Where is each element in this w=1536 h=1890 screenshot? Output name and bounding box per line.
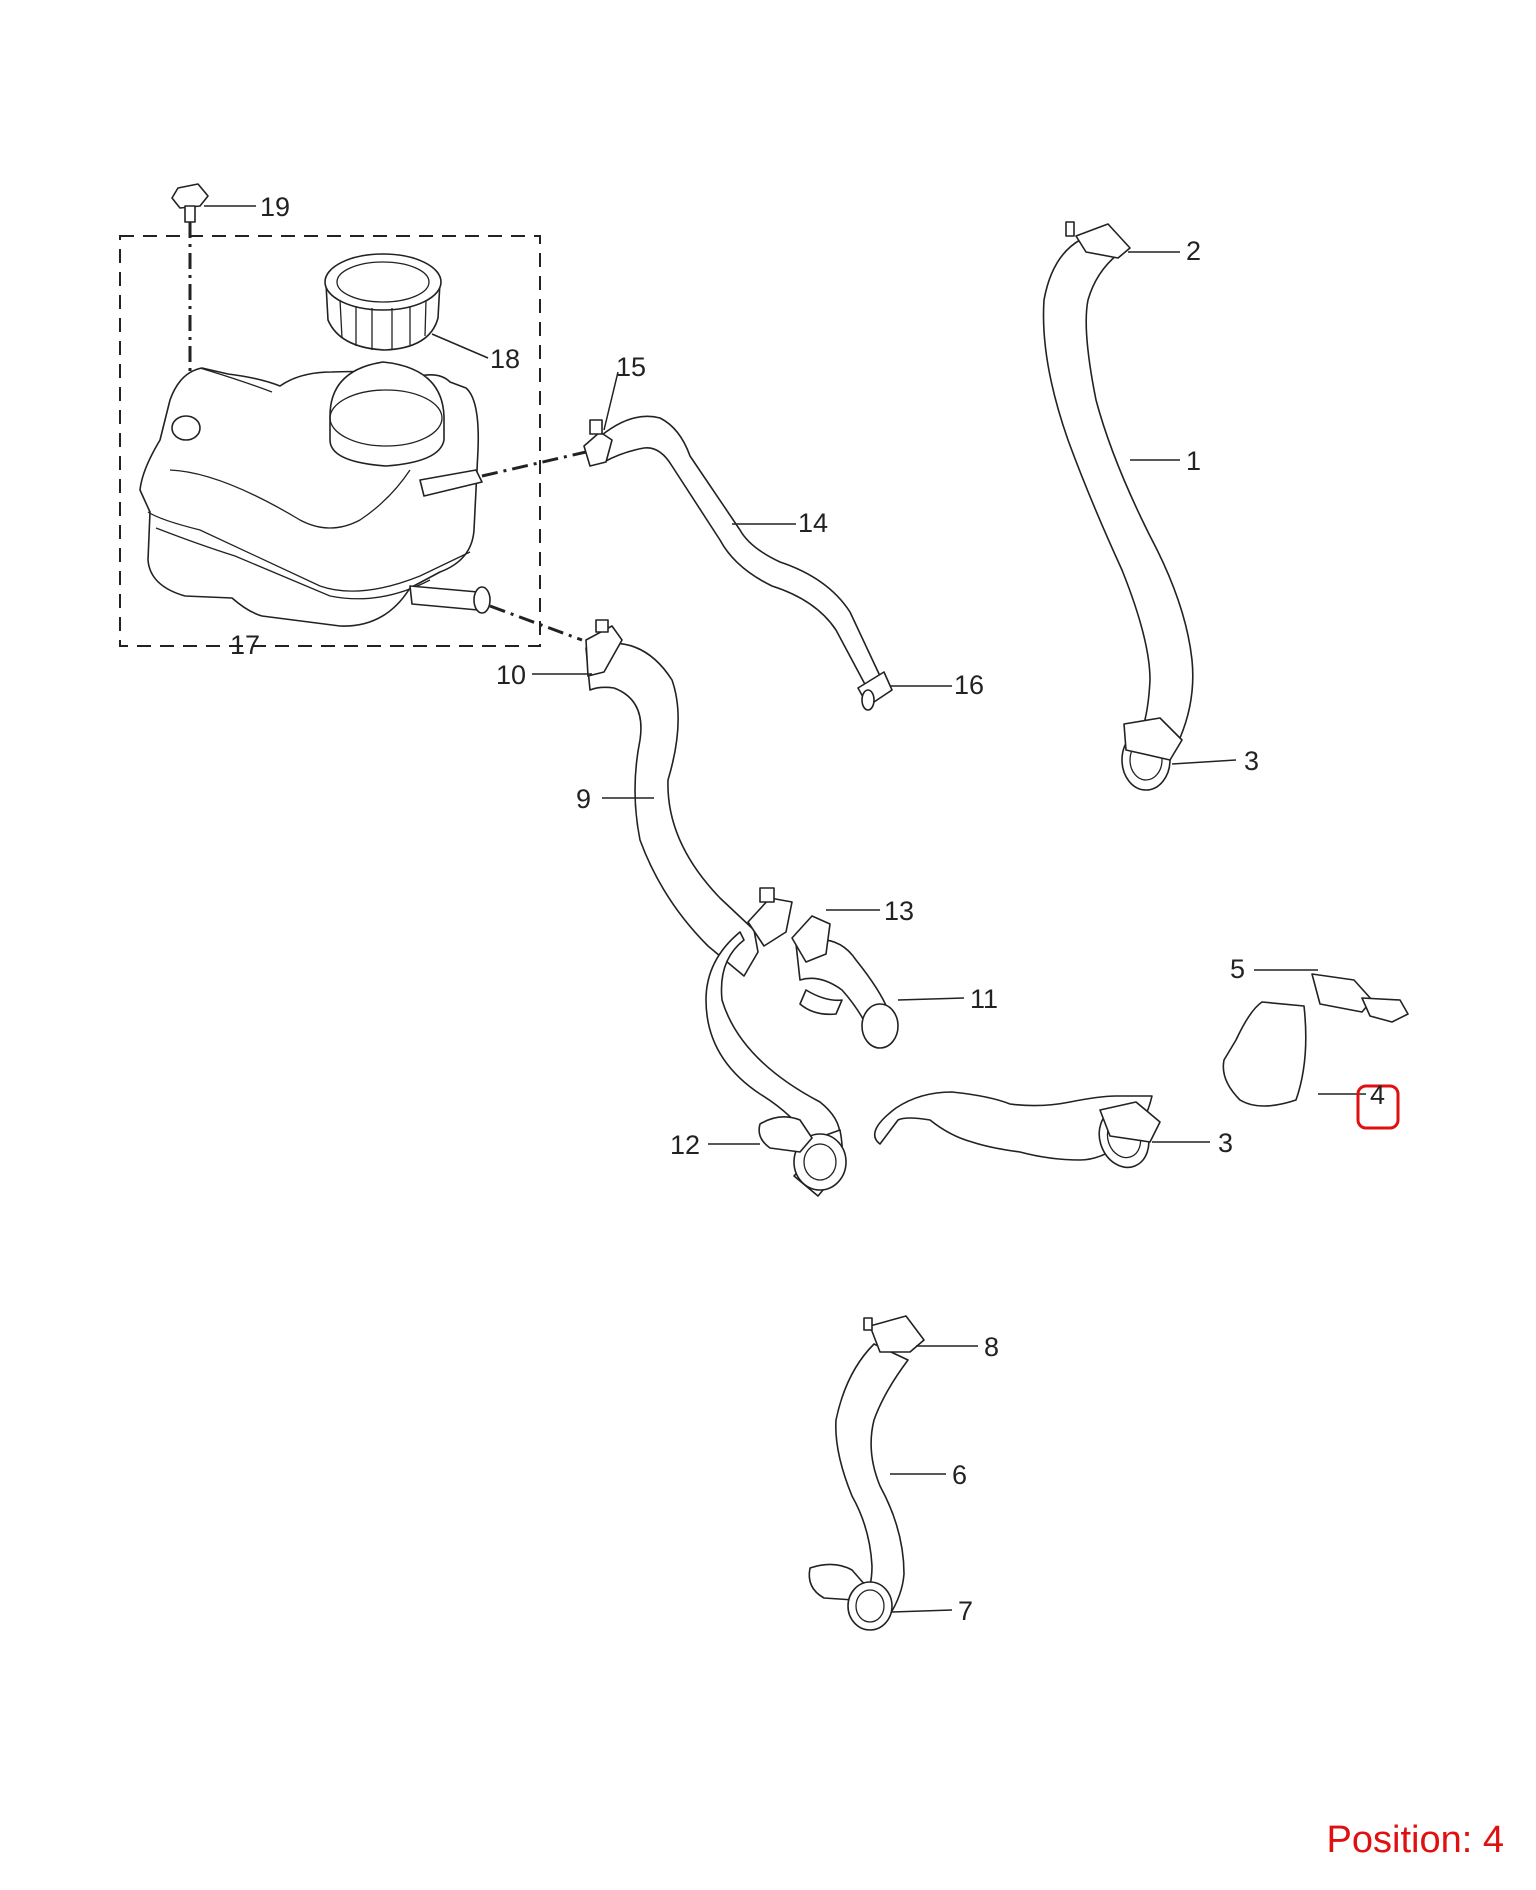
leader-15 — [603, 371, 619, 431]
hose-icon[interactable] — [795, 938, 899, 1049]
connection-line-lower — [489, 604, 583, 642]
hose-clamp-icon[interactable] — [1091, 1101, 1161, 1175]
hose-icon[interactable] — [585, 642, 759, 977]
leader-7 — [891, 1609, 953, 1613]
callout-14[interactable]: 14 — [798, 508, 828, 538]
hose-icon[interactable] — [873, 1001, 1307, 1161]
position-label: Position: 4 — [1326, 1819, 1504, 1861]
hose-icon[interactable] — [793, 1129, 847, 1197]
callout-5[interactable]: 5 — [1230, 954, 1245, 984]
callout-13[interactable]: 13 — [884, 896, 914, 926]
callout-17[interactable]: 17 — [230, 630, 260, 660]
callout-6[interactable]: 6 — [952, 1460, 967, 1490]
hose-icon[interactable] — [1042, 239, 1194, 765]
hose-clamp-icon[interactable] — [791, 915, 831, 963]
callout-19[interactable]: 19 — [260, 192, 290, 222]
hose-clamp-icon[interactable] — [585, 619, 623, 677]
callout-9[interactable]: 9 — [576, 784, 591, 814]
callout-3[interactable]: 3 — [1244, 746, 1259, 776]
callout-15[interactable]: 15 — [616, 352, 646, 382]
callout-16[interactable]: 16 — [954, 670, 984, 700]
bolt-icon[interactable] — [171, 183, 209, 223]
hose-clamp-icon[interactable] — [1065, 221, 1131, 259]
callout-10[interactable]: 10 — [496, 660, 526, 690]
hose-clamp-icon[interactable] — [857, 671, 893, 711]
callout-1[interactable]: 1 — [1186, 446, 1201, 476]
filler-cap-icon[interactable] — [324, 253, 442, 351]
leader-18 — [431, 333, 489, 359]
hose-clamp-icon[interactable] — [1311, 973, 1409, 1023]
hose-clamp-icon[interactable] — [808, 1563, 893, 1631]
highlight-box — [1356, 1084, 1400, 1130]
leader-3a — [1171, 759, 1237, 765]
hose-clamp-icon[interactable] — [747, 887, 793, 947]
callout-8[interactable]: 8 — [984, 1332, 999, 1362]
callout-4[interactable]: 4 — [1370, 1080, 1385, 1110]
hose-clamp-icon[interactable] — [799, 989, 843, 1016]
callout-2[interactable]: 2 — [1186, 236, 1201, 266]
hose-clamp-icon[interactable] — [758, 1116, 813, 1153]
callout-11[interactable]: 11 — [970, 984, 998, 1014]
callout-3[interactable]: 3 — [1218, 1128, 1233, 1158]
hose-clamp-icon[interactable] — [583, 419, 613, 467]
callout-12[interactable]: 12 — [670, 1130, 700, 1160]
expansion-tank-icon[interactable] — [139, 361, 491, 627]
callout-18[interactable]: 18 — [490, 344, 520, 374]
hose-clamp-icon[interactable] — [1121, 717, 1183, 791]
tank-assembly-boundary — [119, 235, 541, 647]
hose-clamp-icon[interactable] — [863, 1315, 925, 1353]
leader-11 — [897, 997, 965, 1001]
callout-7[interactable]: 7 — [958, 1596, 973, 1626]
connection-line-upper — [481, 450, 587, 478]
